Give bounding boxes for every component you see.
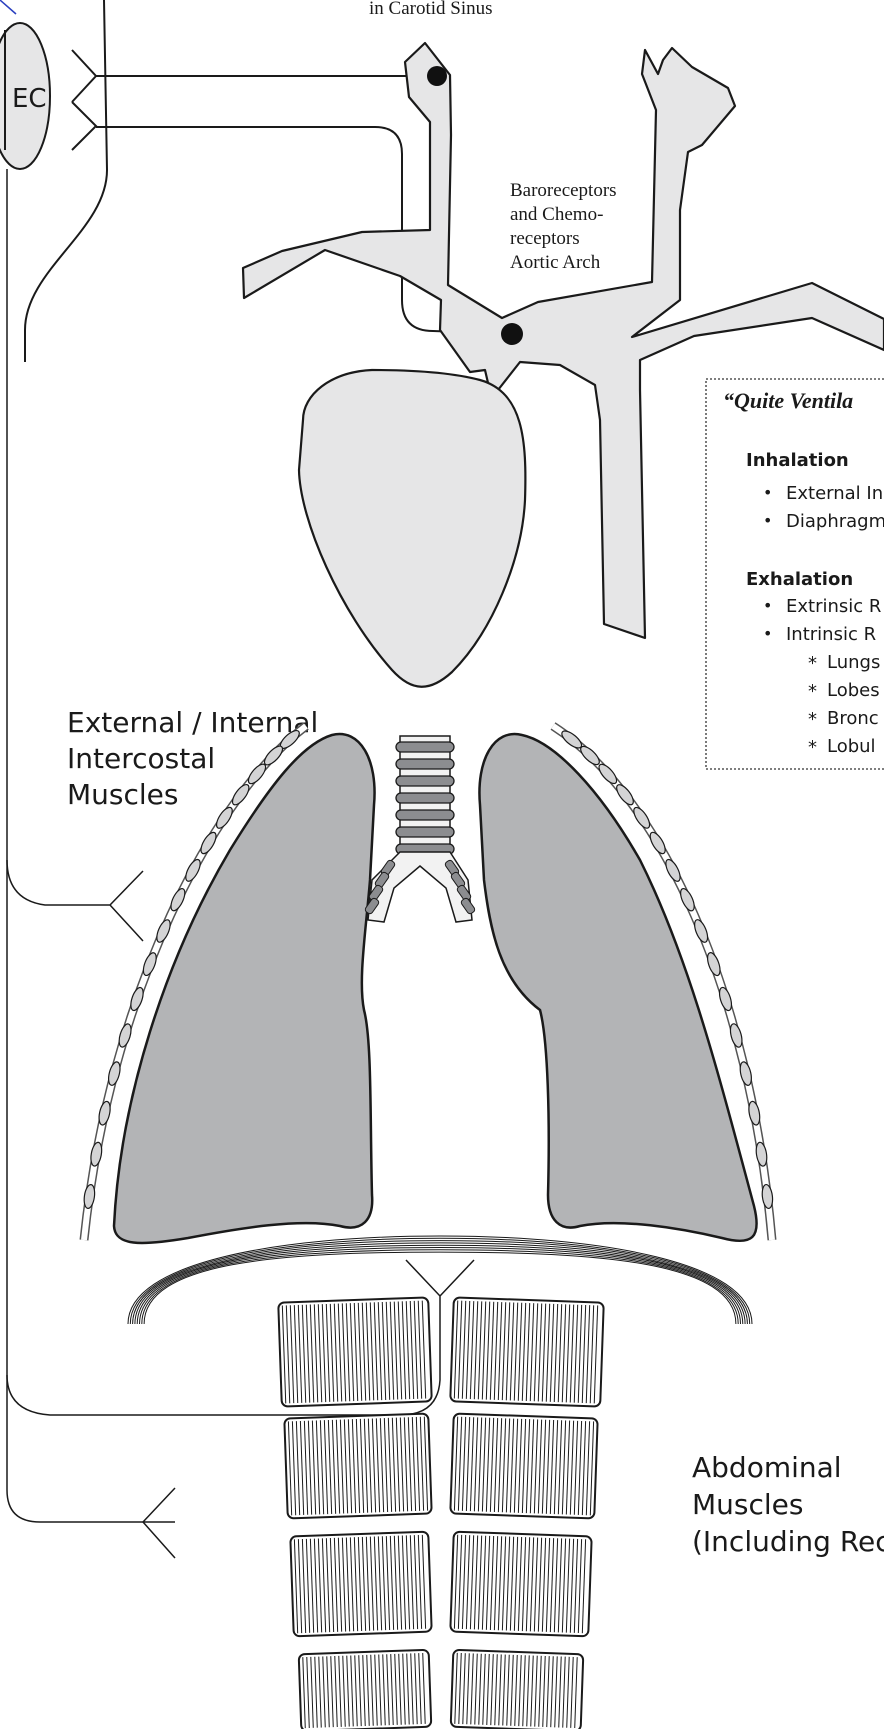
left-intercostal-node (262, 743, 286, 767)
right-intercostal-node (578, 744, 602, 768)
abdominal-label: Abdominal Muscles (Including Rect (692, 1451, 884, 1558)
trachea-ring (396, 827, 454, 837)
left-intercostal-node (214, 805, 236, 831)
ec-node: EC (0, 23, 50, 169)
inhalation-item-2: Diaphragm (786, 511, 884, 532)
synapse-arrow-2 (72, 102, 96, 150)
left-intercostal-node (141, 951, 159, 977)
abdominal-line-2: Muscles (692, 1488, 803, 1521)
aortic-label-line-3: receptors (510, 228, 580, 249)
trachea-ring (396, 742, 454, 752)
right-intercostal-node (614, 782, 637, 807)
panel-title: “Quite Ventila (723, 388, 853, 413)
abdominal-muscle-block (284, 1414, 431, 1519)
trachea-ring (396, 759, 454, 769)
inhalation-bullet-1: • (763, 483, 772, 502)
exhalation-bullet-2: • (763, 624, 772, 643)
sub-item-1: Lungs (827, 652, 880, 673)
carotid-sinus-label: in Carotid Sinus (369, 0, 493, 19)
right-intercostal-node (738, 1061, 753, 1087)
left-intercostal-node (198, 830, 219, 856)
abdominal-muscle-block (450, 1414, 597, 1519)
abdominal-muscles (278, 1297, 604, 1729)
left-intercostal-node (89, 1142, 103, 1167)
inhalation-heading: Inhalation (746, 450, 849, 471)
exhalation-heading: Exhalation (746, 569, 853, 590)
right-lung (479, 734, 756, 1241)
aortic-label-line-1: Baroreceptors (510, 180, 617, 201)
right-intercostal-node (596, 762, 619, 787)
intercostal-line-3: Muscles (67, 778, 178, 811)
sub-item-star-2: * (808, 681, 817, 702)
synapse-arrow-1 (72, 50, 96, 102)
sub-item-star-3: * (808, 709, 817, 730)
aortic-label-line-4: Aortic Arch (510, 252, 601, 273)
right-intercostal-node (631, 805, 653, 831)
left-intercostal-node (117, 1023, 134, 1049)
right-intercostal-node (647, 830, 668, 856)
efferent-branch-intercostal (7, 860, 143, 941)
abdominal-muscle-block (451, 1650, 584, 1729)
sub-item-4: Lobul (827, 736, 876, 757)
heart (299, 370, 525, 687)
abdominal-line-3: (Including Rect (692, 1525, 884, 1558)
ec-label: EC (12, 84, 47, 114)
exhalation-bullet-1: • (763, 596, 772, 615)
left-intercostal-node (168, 887, 187, 913)
trachea-ring (396, 810, 454, 820)
inhalation-item-1: External In (786, 483, 883, 504)
trachea-ring (396, 776, 454, 786)
abdominal-muscle-block (299, 1650, 432, 1729)
efferent-branch-abdominal (143, 1488, 175, 1558)
bronchi (368, 852, 472, 922)
efferent-main-line (7, 169, 175, 1522)
abdominal-muscle-block (290, 1532, 431, 1637)
right-intercostal-node (755, 1142, 769, 1167)
left-intercostal-node (230, 782, 252, 807)
left-intercostal-node (97, 1100, 112, 1126)
aortic-receptor-dot (501, 323, 523, 345)
sub-item-star-4: * (808, 737, 817, 758)
right-intercostal-node (705, 951, 722, 977)
right-intercostal-node (717, 986, 734, 1012)
abdominal-line-1: Abdominal (692, 1451, 842, 1484)
abdominal-muscle-block (278, 1297, 432, 1406)
sub-item-2: Lobes (827, 680, 880, 701)
trachea-ring (396, 793, 454, 803)
inhalation-bullet-2: • (763, 511, 772, 530)
left-intercostal-node (183, 857, 203, 883)
right-intercostal-node (761, 1184, 774, 1209)
aortic-receptor-label: Baroreceptors and Chemo- receptors Aorti… (510, 180, 617, 273)
sub-item-3: Bronc (827, 708, 879, 729)
ventilation-panel: “Quite Ventila Inhalation • External In … (706, 379, 884, 769)
intercostal-line-2: Intercostal (67, 742, 215, 775)
right-intercostal-node (747, 1100, 761, 1125)
left-intercostal-node (106, 1061, 122, 1087)
exhalation-item-1: Extrinsic R (786, 596, 881, 617)
abdominal-muscle-block (450, 1532, 591, 1637)
exhalation-item-2: Intrinsic R (786, 624, 876, 645)
abdominal-muscle-block (450, 1297, 604, 1406)
corner-accent-line (0, 0, 16, 14)
right-intercostal-node (728, 1023, 744, 1049)
left-intercostal-node (83, 1184, 96, 1209)
left-intercostal-node (128, 986, 145, 1012)
intercostal-line-1: External / Internal (67, 706, 318, 739)
right-intercostal-node (663, 857, 683, 883)
aortic-label-line-2: and Chemo- (510, 204, 603, 225)
carotid-receptor-dot (427, 66, 447, 86)
left-intercostal-node (154, 918, 173, 944)
left-intercostal-node (245, 761, 268, 786)
right-intercostal-node (678, 887, 697, 913)
trachea (364, 736, 476, 922)
right-intercostal-node (692, 918, 710, 944)
sub-item-star-1: * (808, 653, 817, 674)
